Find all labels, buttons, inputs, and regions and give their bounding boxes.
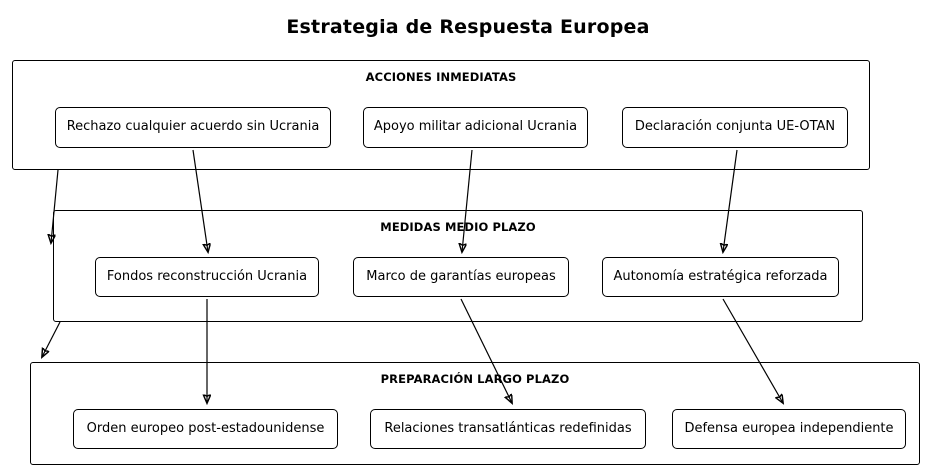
tier-container-medidas-medio-plazo: MEDIDAS MEDIO PLAZO [53, 210, 863, 322]
node-defensa-europea[interactable]: Defensa europea independiente [672, 409, 906, 449]
node-orden-europeo[interactable]: Orden europeo post-estadounidense [73, 409, 338, 449]
node-declaracion-conjunta[interactable]: Declaración conjunta UE-OTAN [622, 107, 848, 148]
tier-container-acciones-inmediatas: ACCIONES INMEDIATAS [12, 60, 870, 170]
node-autonomia-estrategica[interactable]: Autonomía estratégica reforzada [602, 257, 839, 297]
node-marco-garantias[interactable]: Marco de garantías europeas [353, 257, 569, 297]
tier-label-medidas-medio-plazo: MEDIDAS MEDIO PLAZO [380, 220, 536, 234]
tier-label-preparacion-largo-plazo: PREPARACIÓN LARGO PLAZO [380, 372, 570, 386]
node-relaciones-transatlanticas[interactable]: Relaciones transatlánticas redefinidas [370, 409, 646, 449]
edge-tier2-to-tier3 [42, 321, 61, 357]
node-fondos-reconstruccion[interactable]: Fondos reconstrucción Ucrania [95, 257, 319, 297]
page-title: Estrategia de Respuesta Europea [286, 16, 650, 38]
tier-label-acciones-inmediatas: ACCIONES INMEDIATAS [365, 70, 517, 84]
node-apoyo-militar[interactable]: Apoyo militar adicional Ucrania [363, 107, 588, 148]
node-rechazo-acuerdo[interactable]: Rechazo cualquier acuerdo sin Ucrania [55, 107, 331, 148]
